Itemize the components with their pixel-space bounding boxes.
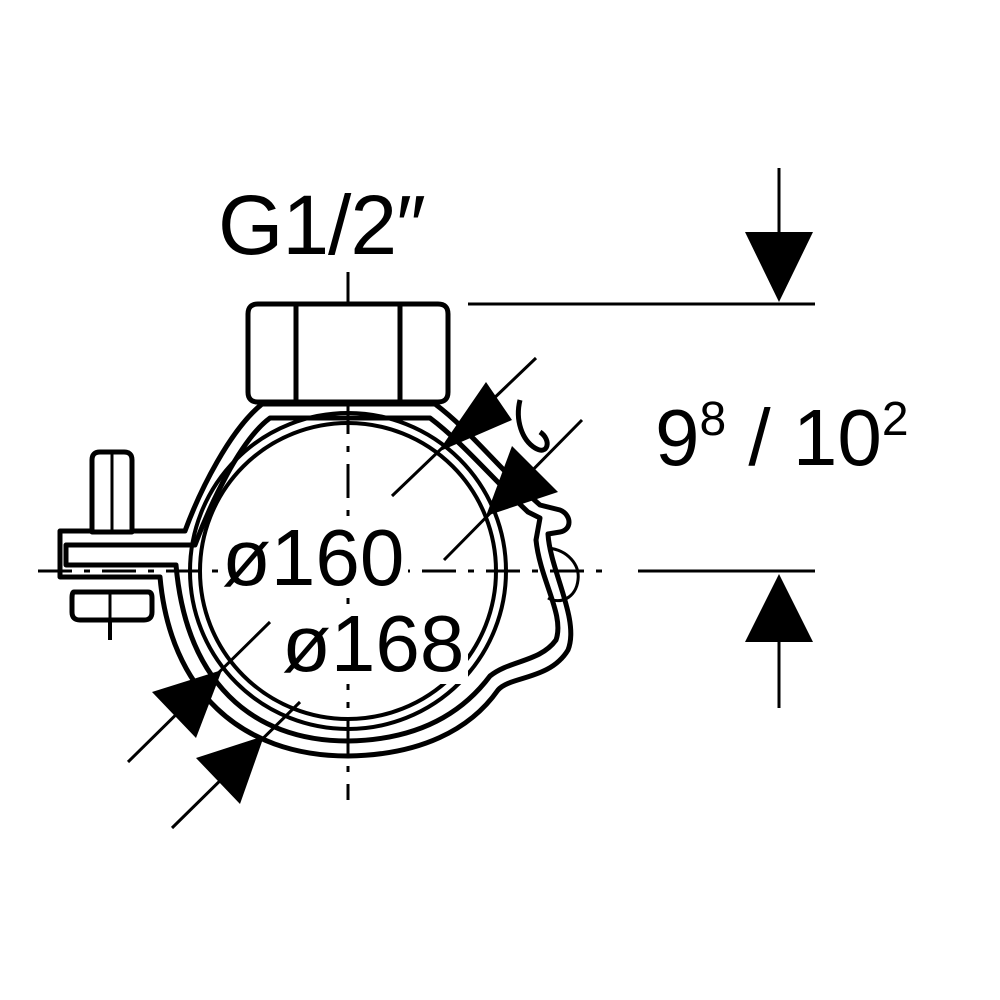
- dia-outer-arrow-lower: [196, 736, 264, 804]
- thread-size-label: G1/2″: [218, 178, 426, 272]
- threaded-outlet: [245, 301, 451, 405]
- height-dimension: [468, 168, 815, 708]
- clamp-screw: [69, 449, 155, 640]
- height-arrow-bottom-head: [745, 574, 813, 642]
- inner-diameter-label: ø160: [218, 518, 409, 598]
- dia-outer-arrow-upper: [438, 382, 512, 452]
- screw-nut: [69, 589, 155, 623]
- height-dimension-label: 98 / 102: [655, 396, 909, 478]
- clamp-hinge-loop: [547, 546, 580, 603]
- hex-nut-body: [245, 301, 451, 405]
- height-value-a-superscript: 8: [699, 393, 727, 446]
- dia-inner-arrow-upper: [486, 446, 558, 516]
- clamp-hinge-lug: [515, 399, 550, 453]
- diameter-dimensions: [126, 356, 584, 830]
- dia-inner-arrow-lower: [152, 670, 222, 738]
- pipe: [188, 411, 508, 731]
- outer-diameter-label: ø168: [278, 604, 469, 684]
- height-value-a: 9: [655, 393, 700, 482]
- clamp-band-inner: [63, 415, 561, 744]
- height-separator: /: [726, 393, 793, 482]
- pipe-outer-circle: [188, 411, 508, 731]
- height-value-b-superscript: 2: [881, 393, 909, 446]
- height-arrow-top-head: [745, 232, 813, 302]
- height-value-b: 10: [792, 393, 882, 482]
- pipe-inner-circle: [198, 421, 498, 721]
